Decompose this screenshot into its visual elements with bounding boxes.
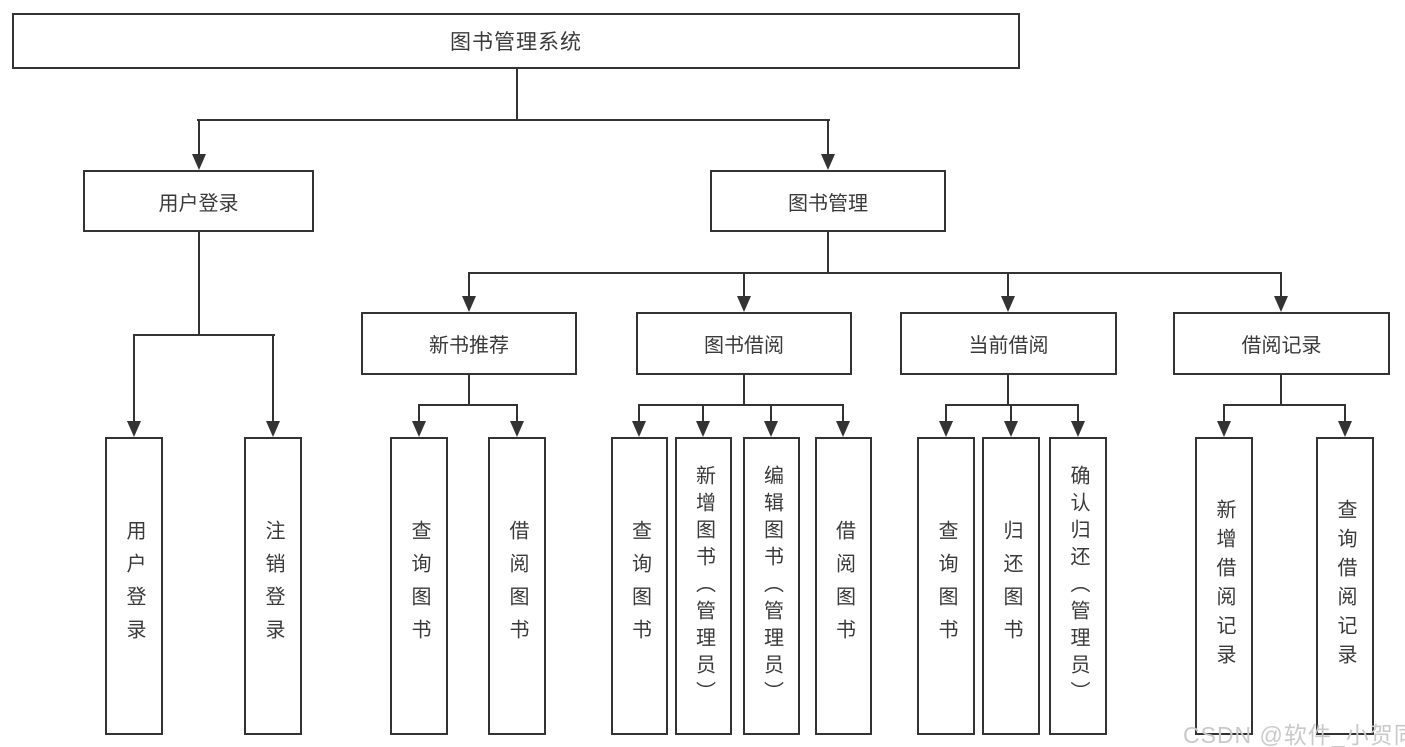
node-label: 图书借阅 bbox=[704, 335, 784, 357]
node-book-management: 图书管理 bbox=[710, 170, 946, 232]
connector-vline bbox=[1010, 404, 1012, 423]
leaf-borrow-books-1: 借阅图书 bbox=[488, 437, 546, 735]
connector-vline bbox=[1007, 272, 1009, 298]
connector-vline bbox=[945, 404, 947, 423]
arrow-down-icon bbox=[1274, 296, 1288, 312]
arrow-down-icon bbox=[737, 296, 751, 312]
connector-hline bbox=[418, 404, 518, 406]
connector-vline bbox=[516, 404, 518, 423]
node-user-login: 用户登录 bbox=[83, 170, 314, 232]
connector-vline bbox=[133, 334, 135, 423]
leaf-query-books-3: 查询图书 bbox=[917, 437, 975, 735]
node-label: 借阅记录 bbox=[1241, 335, 1322, 357]
connector-vline bbox=[770, 404, 772, 423]
node-label: 确认归还（管理员） bbox=[1067, 464, 1089, 708]
arrow-down-icon bbox=[1338, 421, 1352, 437]
connector-vline bbox=[827, 232, 829, 274]
leaf-query-borrow-record: 查询借阅记录 bbox=[1316, 437, 1374, 735]
arrow-down-icon bbox=[1217, 421, 1231, 437]
connector-vline bbox=[743, 375, 745, 406]
arrow-down-icon bbox=[127, 421, 141, 437]
connector-vline bbox=[827, 119, 829, 155]
connector-hline bbox=[133, 334, 275, 336]
leaf-add-borrow-record: 新增借阅记录 bbox=[1195, 437, 1253, 735]
node-label: 图书管理 bbox=[788, 192, 868, 215]
node-label: 查询图书 bbox=[628, 520, 651, 652]
node-label: 当前借阅 bbox=[968, 335, 1049, 357]
connector-vline bbox=[702, 404, 704, 423]
connector-vline bbox=[198, 119, 200, 155]
leaf-borrow-books-2: 借阅图书 bbox=[815, 437, 872, 735]
arrow-down-icon bbox=[632, 421, 646, 437]
connector-vline bbox=[198, 232, 200, 336]
arrow-down-icon bbox=[1071, 421, 1085, 437]
leaf-user-login: 用户登录 bbox=[105, 437, 163, 735]
arrow-down-icon bbox=[462, 296, 476, 312]
node-new-book-recommendation: 新书推荐 bbox=[361, 312, 577, 375]
node-label: 查询图书 bbox=[408, 520, 430, 652]
arrow-down-icon bbox=[510, 421, 524, 437]
arrow-down-icon bbox=[1004, 421, 1018, 437]
arrow-down-icon bbox=[1001, 296, 1015, 312]
leaf-return-books: 归还图书 bbox=[982, 437, 1040, 735]
connector-vline bbox=[1280, 272, 1282, 298]
connector-hline bbox=[945, 404, 1079, 406]
connector-vline bbox=[1223, 404, 1225, 423]
node-label: 查询图书 bbox=[935, 520, 957, 652]
node-borrowing-records: 借阅记录 bbox=[1173, 312, 1390, 375]
node-label: 借阅图书 bbox=[506, 520, 528, 652]
connector-vline bbox=[468, 375, 470, 406]
connector-vline bbox=[516, 69, 518, 121]
arrow-down-icon bbox=[412, 421, 426, 437]
connector-vline bbox=[743, 272, 745, 298]
leaf-add-book-admin: 新增图书（管理员） bbox=[675, 437, 732, 735]
arrow-down-icon bbox=[266, 421, 280, 437]
connector-vline bbox=[1344, 404, 1346, 423]
arrow-down-icon bbox=[696, 421, 710, 437]
connector-vline bbox=[1007, 375, 1009, 406]
node-label: 借阅图书 bbox=[832, 520, 855, 652]
watermark: CSDN @软件_小贺同学 bbox=[1183, 722, 1405, 747]
leaf-confirm-return-admin: 确认归还（管理员） bbox=[1049, 437, 1107, 735]
leaf-query-books-1: 查询图书 bbox=[390, 437, 448, 735]
connector-vline bbox=[272, 334, 274, 423]
leaf-query-books-2: 查询图书 bbox=[611, 437, 668, 735]
connector-hline bbox=[638, 404, 844, 406]
node-label: 查询借阅记录 bbox=[1334, 499, 1356, 673]
node-label: 新增图书（管理员） bbox=[692, 464, 715, 708]
connector-hline bbox=[197, 119, 830, 121]
node-label: 归还图书 bbox=[1000, 520, 1022, 652]
arrow-down-icon bbox=[764, 421, 778, 437]
node-label: 编辑图书（管理员） bbox=[760, 464, 783, 708]
arrow-down-icon bbox=[836, 421, 850, 437]
arrow-down-icon bbox=[939, 421, 953, 437]
node-current-borrowing: 当前借阅 bbox=[900, 312, 1117, 375]
leaf-logout: 注销登录 bbox=[244, 437, 302, 735]
node-library-management-system: 图书管理系统 bbox=[12, 13, 1020, 69]
leaf-edit-book-admin: 编辑图书（管理员） bbox=[743, 437, 800, 735]
connector-hline bbox=[468, 272, 1282, 274]
connector-vline bbox=[468, 272, 470, 298]
connector-hline bbox=[1223, 404, 1346, 406]
node-label: 注销登录 bbox=[262, 520, 284, 652]
node-book-borrowing: 图书借阅 bbox=[636, 312, 852, 375]
arrow-down-icon bbox=[192, 154, 206, 170]
node-label: 新增借阅记录 bbox=[1213, 499, 1235, 673]
node-label: 新书推荐 bbox=[429, 335, 509, 357]
arrow-down-icon bbox=[821, 154, 835, 170]
connector-vline bbox=[1077, 404, 1079, 423]
connector-vline bbox=[418, 404, 420, 423]
connector-vline bbox=[842, 404, 844, 423]
connector-vline bbox=[638, 404, 640, 423]
connector-vline bbox=[1280, 375, 1282, 406]
node-label: 用户登录 bbox=[158, 192, 239, 215]
node-label: 用户登录 bbox=[123, 520, 145, 652]
node-label: 图书管理系统 bbox=[450, 31, 582, 54]
